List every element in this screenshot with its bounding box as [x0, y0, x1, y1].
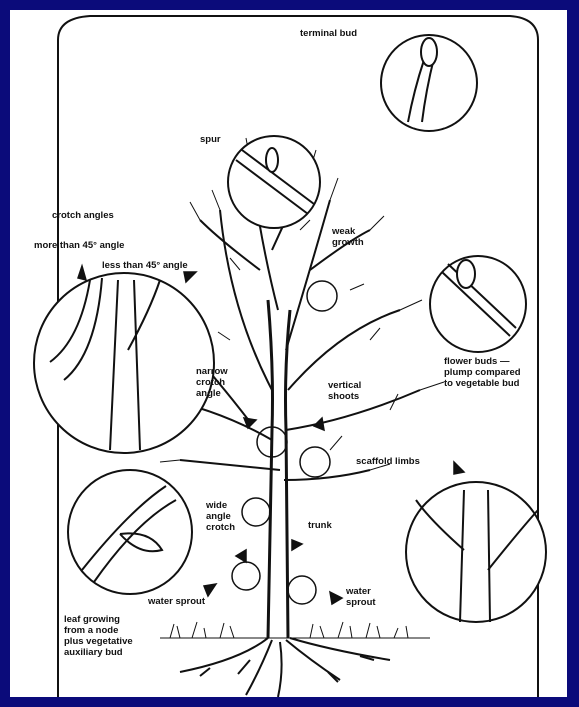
label-trunk: trunk: [308, 520, 332, 531]
magnified-circles: [34, 35, 546, 622]
label-terminal-bud: terminal bud: [300, 28, 357, 39]
label-less-than-45: less than 45° angle: [102, 260, 188, 271]
label-more-than-45: more than 45° angle: [34, 240, 124, 251]
crotch-angle-circle: [34, 273, 214, 453]
label-scaffold-limbs: scaffold limbs: [356, 456, 420, 467]
flower-bud-icon: [457, 260, 475, 288]
label-spur: spur: [200, 134, 221, 145]
label-wide-angle-crotch: wide angle crotch: [206, 500, 235, 533]
roots: [180, 638, 390, 697]
ground: [160, 622, 430, 638]
tree-diagram: [10, 10, 567, 697]
flower-bud-circle: [430, 256, 526, 352]
label-flower-buds: flower buds — plump compared to vegetabl…: [444, 356, 521, 389]
label-vertical-shoots: vertical shoots: [328, 380, 361, 402]
label-water-sprout-left: water sprout: [148, 596, 205, 607]
label-weak-growth: weak growth: [332, 226, 364, 248]
label-water-sprout-right: water sprout: [346, 586, 376, 608]
terminal-bud-icon: [421, 38, 437, 66]
leaf-node-circle: [68, 470, 192, 594]
spur-bud-icon: [266, 148, 278, 172]
label-leaf-growing: leaf growing from a node plus vegetative…: [64, 614, 133, 658]
scaffold-circle: [406, 482, 546, 622]
label-crotch-angles: crotch angles: [52, 210, 114, 221]
detail-markers: [232, 281, 337, 604]
diagram-frame: terminal bud spur crotch angles more tha…: [10, 10, 567, 697]
label-narrow-crotch-angle: narrow crotch angle: [196, 366, 228, 399]
